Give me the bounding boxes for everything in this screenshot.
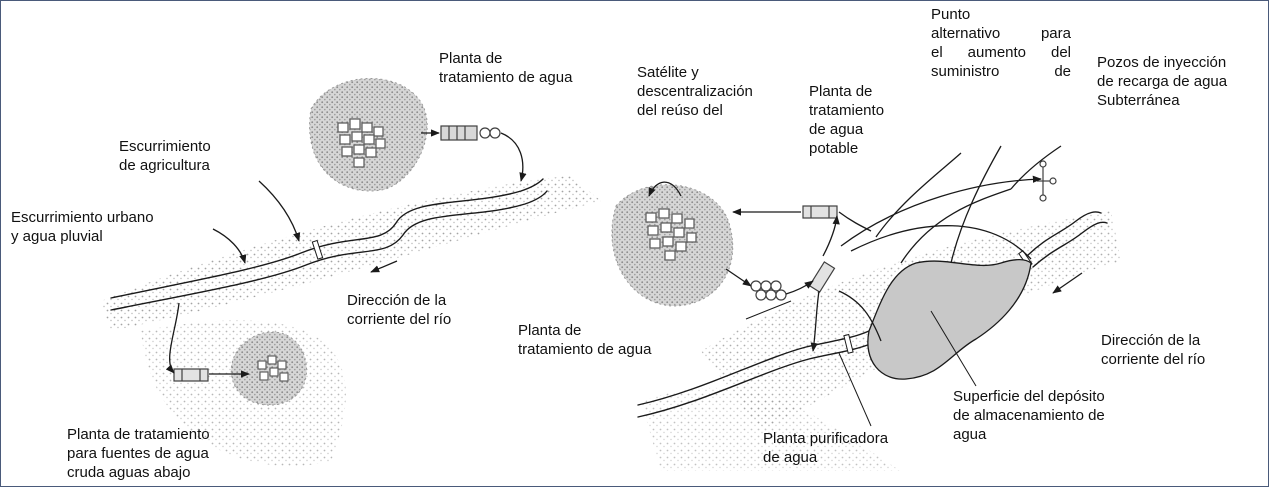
- injection-well-icon: [1037, 160, 1057, 202]
- plant-icon-raw: [173, 368, 209, 382]
- leader-lines: [745, 300, 977, 427]
- plant-icon-top: [440, 125, 501, 141]
- plant-icon-potable: [802, 205, 838, 219]
- plant-icon-purifier: [808, 261, 836, 293]
- river-left: [110, 178, 548, 311]
- flow-arrows: [165, 129, 1083, 378]
- plant-icon-mid: [750, 280, 787, 301]
- town-top: [309, 77, 428, 192]
- town-right: [611, 184, 734, 307]
- town-top-buildings: [337, 118, 386, 168]
- reservoir-shape: [867, 258, 1032, 380]
- town-lower-left: [230, 331, 307, 406]
